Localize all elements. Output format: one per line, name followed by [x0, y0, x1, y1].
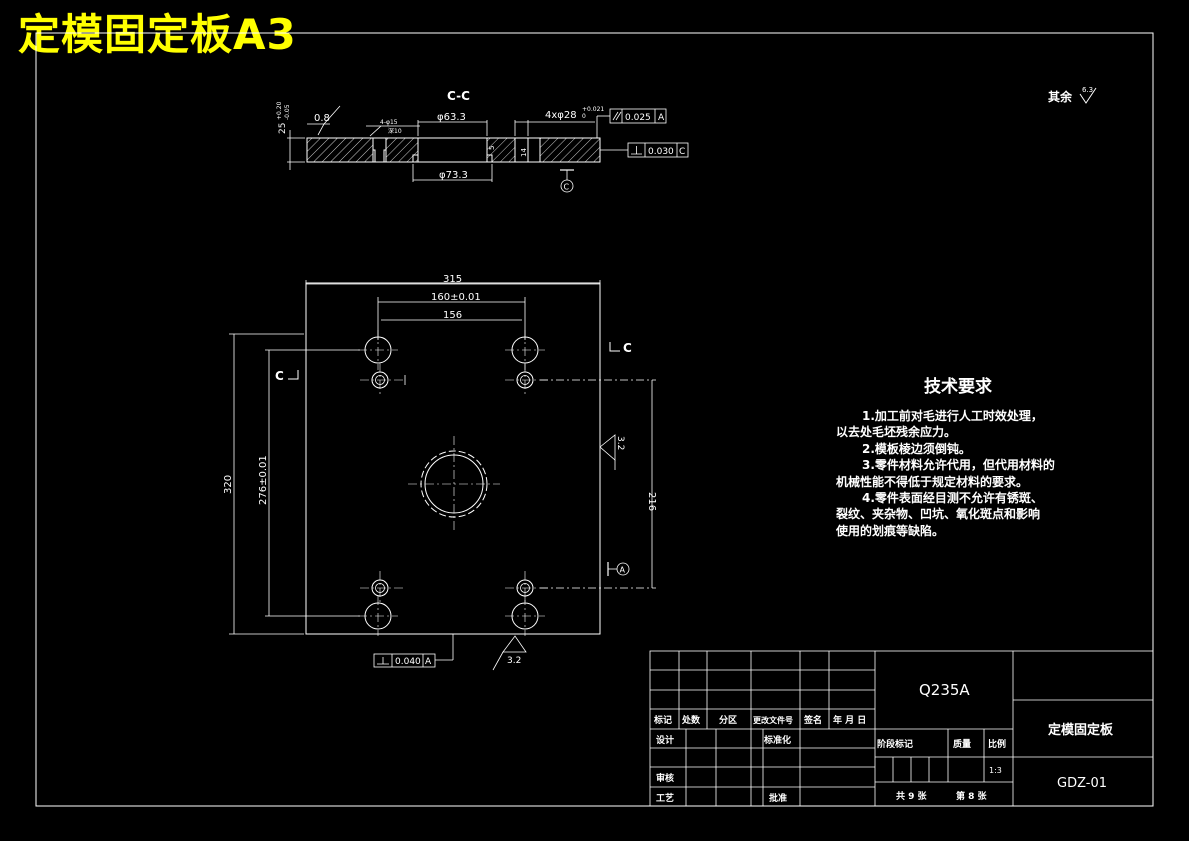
- holes-tol-lower: 0: [582, 113, 586, 120]
- datum-c-label: C: [564, 183, 570, 192]
- tech-requirements-title: 技术要求: [924, 377, 992, 397]
- plate-outline: [305, 282, 601, 635]
- tech-req-line: 4.零件表面经目测不允许有锈斑、: [862, 491, 1043, 506]
- section-mark-left-label: C: [275, 369, 284, 383]
- section-mark-right: [609, 342, 620, 352]
- title-block-text: Q235A 定模固定板 GDZ-01 标记 处数 分区 更改文件号 签名 年 月…: [653, 681, 1114, 804]
- roughness-other-label: 其余: [1048, 89, 1073, 104]
- title-block: [649, 650, 1154, 807]
- tech-req-line: 1.加工前对毛进行人工时效处理，: [862, 409, 1043, 423]
- gtol-bottom-value: 0.040: [395, 657, 421, 667]
- datum-a-marker: [616, 562, 630, 576]
- dim-thickness-tol-upper: +0.20: [276, 101, 283, 120]
- roughness-symbol-icon: [1079, 87, 1097, 104]
- dim-hole-spacing-outer: 160±0.01: [431, 292, 481, 303]
- col-header-change-doc: 更改文件号: [753, 715, 793, 725]
- roughness-other-value: 6.3: [1082, 86, 1093, 94]
- roughness-bottom-value: 3.2: [507, 656, 521, 666]
- section-mark-left: [288, 370, 299, 380]
- bore-bottom-dim: φ73.3: [439, 170, 468, 181]
- label-review: 审核: [656, 772, 674, 784]
- label-design: 设计: [656, 734, 674, 746]
- dim-hole-spacing-inner: 156: [443, 310, 462, 321]
- col-header-date: 年 月 日: [833, 714, 866, 726]
- section-counterbore: [372, 138, 387, 162]
- counterbore-depth: 深10: [388, 127, 402, 135]
- holes-label: 4xφ28: [545, 110, 577, 121]
- small-depth-1: 5: [488, 146, 496, 150]
- sheet-frame: [35, 32, 1154, 807]
- dim-datum-span: 216: [646, 492, 657, 511]
- dim-thickness-tol-lower: -0.05: [284, 104, 291, 120]
- gtol-parallel-frame: [609, 108, 667, 124]
- section-label: C-C: [447, 89, 470, 103]
- sheet-number: 第 8 张: [956, 790, 988, 802]
- tech-req-line: 2.模板棱边须倒钝。: [862, 441, 971, 456]
- gtol-parallel-datum: A: [658, 113, 665, 123]
- col-header-zone: 分区: [719, 714, 737, 726]
- perpendicular-icon: [377, 657, 389, 665]
- gtol-perp-frame: [627, 142, 689, 158]
- datum-c-marker: [560, 179, 574, 193]
- section-view: C-C 25 +0.20 -0.05 0.8 4-φ15 深10: [276, 89, 689, 193]
- col-header-sign: 签名: [803, 714, 822, 726]
- label-scale: 比例: [988, 738, 1006, 750]
- drawing-number-text: GDZ-01: [1057, 776, 1107, 791]
- plan-view: 315 160±0.01 156 320 276±0.01 216: [223, 274, 657, 671]
- tech-requirements: 1.加工前对毛进行人工时效处理， 以去处毛坯残余应力。 2.模板棱边须倒钝。 3…: [836, 408, 1086, 539]
- tech-req-line: 使用的划痕等缺陷。: [836, 523, 945, 538]
- label-stage-mark: 阶段标记: [877, 738, 913, 750]
- parallel-icon: [612, 111, 622, 121]
- part-name-text: 定模固定板: [1047, 722, 1114, 738]
- sheet-total: 共 9 张: [896, 790, 928, 802]
- tech-req-line: 以去处毛坯残余应力。: [836, 425, 957, 440]
- screw-holes: [360, 363, 550, 605]
- scale-value: 1:3: [989, 766, 1002, 775]
- dim-height: 320: [223, 475, 234, 494]
- drawing-title: 定模固定板A3: [18, 10, 297, 59]
- tech-req-line: 3.零件材料允许代用，但代用材料的: [862, 458, 1055, 473]
- counterbore-label: 4-φ15: [380, 119, 398, 126]
- roughness-symbol-icon: [502, 635, 527, 653]
- section-mark-right-label: C: [623, 341, 632, 355]
- section-outline: [306, 137, 601, 163]
- tech-req-line: 机械性能不得低于规定材料的要求。: [836, 474, 1029, 489]
- roughness-left-value: 0.8: [314, 113, 330, 124]
- bore-top-dim: φ63.3: [437, 112, 466, 123]
- roughness-other-note: 其余 6.3: [1048, 86, 1097, 104]
- gtol-bottom-frame: [373, 653, 436, 668]
- small-depth-2: 14: [520, 148, 528, 157]
- holes-tol-upper: +0.021: [582, 106, 604, 113]
- section-center-bore: [412, 138, 493, 162]
- section-hatch-left: [306, 137, 374, 163]
- dim-hole-vertical: 276±0.01: [258, 455, 269, 505]
- roughness-symbol-icon: [599, 434, 616, 461]
- col-header-count: 处数: [681, 714, 701, 726]
- section-hatch-right: [539, 137, 601, 163]
- center-bore: [408, 436, 500, 532]
- gtol-parallel-value: 0.025: [625, 113, 651, 123]
- roughness-right-value: 3.2: [615, 436, 625, 450]
- label-standardize: 标准化: [763, 734, 791, 746]
- gtol-bottom-datum: A: [425, 657, 432, 667]
- perpendicular-icon: [631, 146, 642, 155]
- material-text: Q235A: [919, 681, 970, 699]
- dim-thickness: 25: [278, 123, 288, 134]
- section-guide-hole: [514, 138, 529, 162]
- col-header-mark: 标记: [653, 714, 672, 726]
- tech-req-line: 裂纹、夹杂物、凹坑、氧化斑点和影响: [836, 507, 1041, 522]
- dim-width: 315: [443, 274, 462, 285]
- label-approve: 批准: [769, 792, 787, 804]
- label-process: 工艺: [656, 792, 674, 804]
- datum-a-label: A: [620, 566, 626, 575]
- gtol-perp-datum: C: [679, 147, 685, 157]
- gtol-perp-value: 0.030: [648, 147, 674, 157]
- label-mass: 质量: [953, 738, 971, 750]
